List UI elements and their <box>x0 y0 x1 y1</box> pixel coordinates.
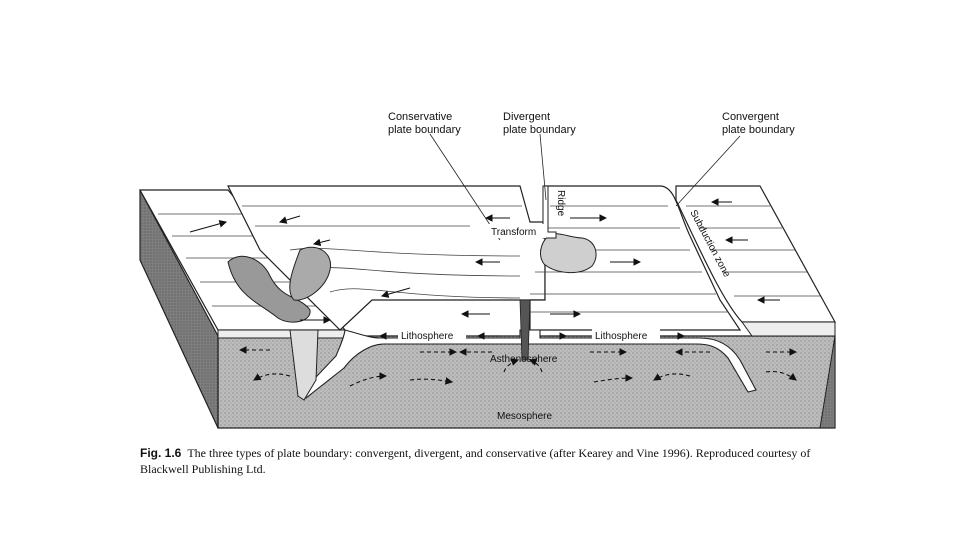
mesosphere-label: Mesosphere <box>497 411 552 422</box>
conservative-label-line2: plate boundary <box>388 124 461 136</box>
convergent-label-line2: plate boundary <box>722 124 795 136</box>
divergent-label-line1: Divergent <box>503 111 550 123</box>
divergent-label-line2: plate boundary <box>503 124 576 136</box>
ridge-label: Ridge <box>555 190 566 217</box>
overriding-plate-edge <box>742 322 835 336</box>
transform-label: Transform <box>491 227 536 238</box>
left-plate-edge <box>218 330 345 338</box>
ridge-magma-blob <box>541 234 597 273</box>
ridge-upwelling <box>520 300 530 360</box>
asthenosphere-label: Asthenosphere <box>490 354 558 365</box>
caption-text: The three types of plate boundary: conve… <box>140 446 810 476</box>
conservative-label-line1: Conservative <box>388 111 452 123</box>
figure-number: Fig. 1.6 <box>140 446 181 460</box>
lithosphere-right-label: Lithosphere <box>595 331 648 342</box>
lithosphere-left-label: Lithosphere <box>401 331 454 342</box>
convergent-label-line1: Convergent <box>722 111 779 123</box>
